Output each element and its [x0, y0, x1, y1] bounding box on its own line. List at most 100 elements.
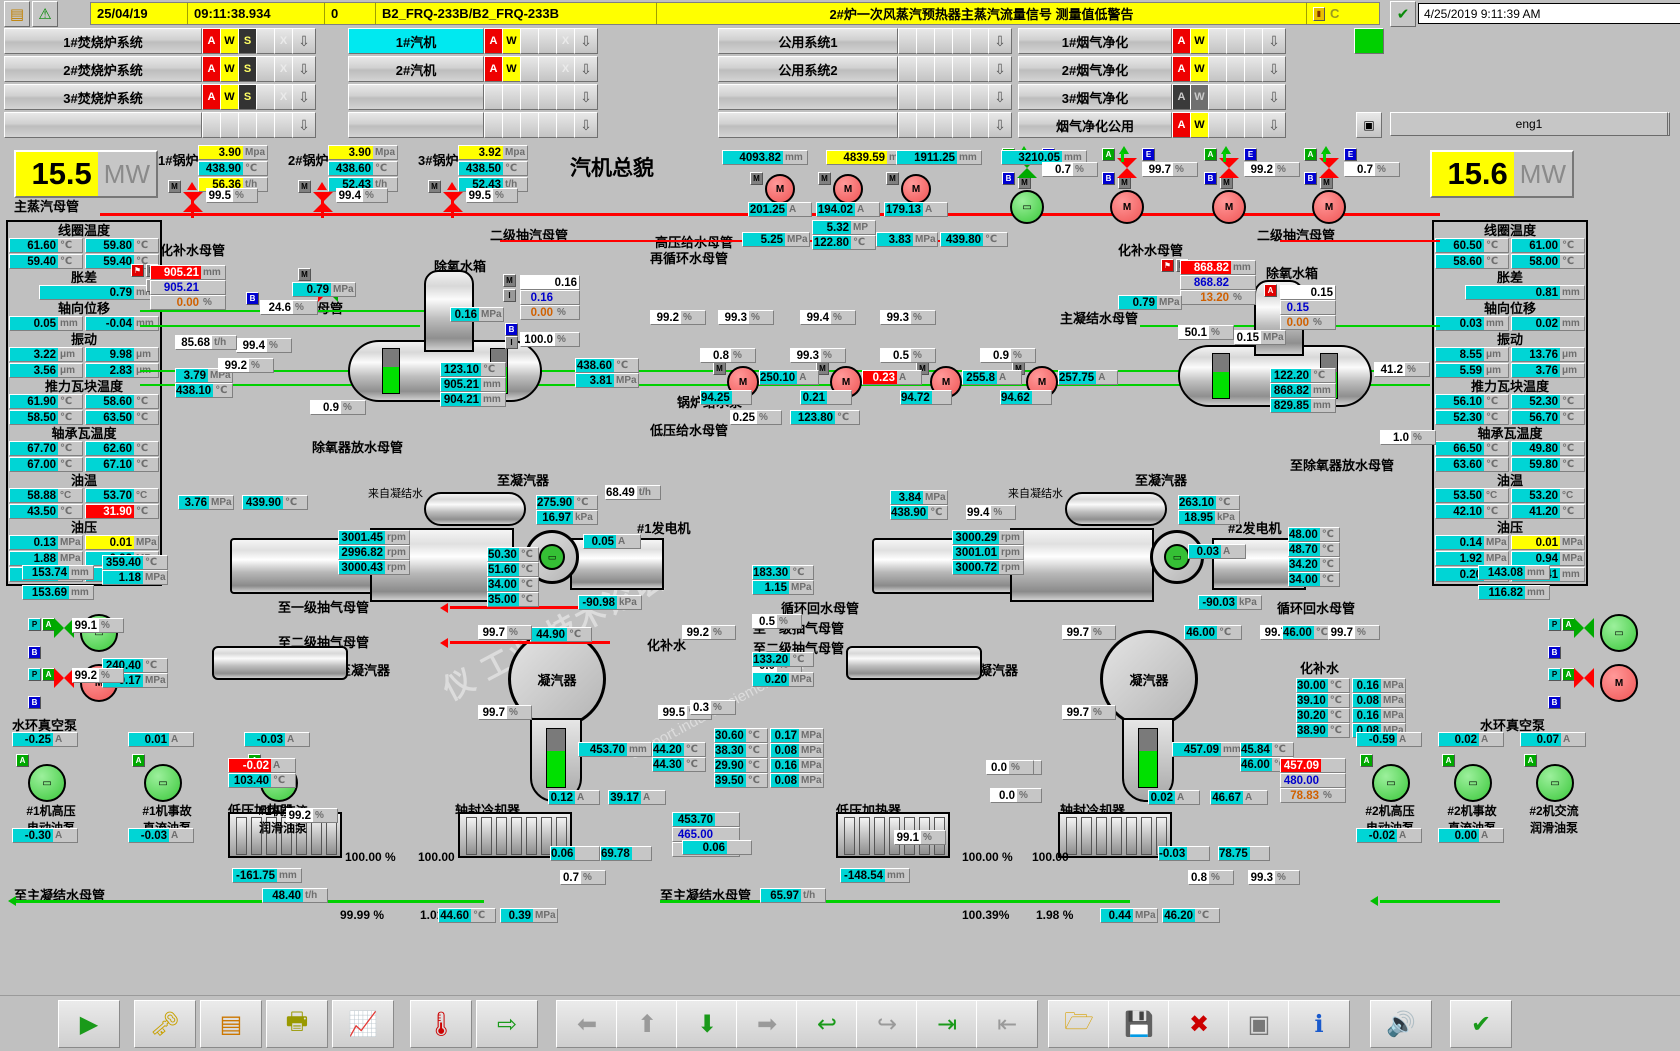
alarm-icon[interactable]: ⚠: [32, 1, 58, 27]
play-icon[interactable]: ▶: [58, 1000, 120, 1048]
nav-button-0-0[interactable]: 1#焚烧炉系统: [4, 28, 202, 54]
trend-icon[interactable]: 📈: [332, 1000, 394, 1048]
nav-badge-empty[interactable]: [1208, 112, 1227, 138]
nav-badge-empty[interactable]: [970, 28, 989, 54]
turbine2-coupling[interactable]: ▭: [1150, 530, 1204, 584]
nav-badge-empty[interactable]: [970, 112, 989, 138]
nav-badge-X[interactable]: X: [274, 84, 293, 110]
report-icon[interactable]: ▤: [4, 1, 30, 27]
nav-badge-empty[interactable]: [502, 112, 521, 138]
nav-button-0-3[interactable]: [4, 112, 202, 138]
nav-dropdown-arrow-icon[interactable]: ⇩: [988, 112, 1012, 138]
nav-dropdown-arrow-icon[interactable]: ⇩: [574, 28, 598, 54]
top-motor-3[interactable]: M: [1212, 190, 1246, 224]
nav-badge-empty[interactable]: [484, 112, 503, 138]
nav-badge-W[interactable]: W: [220, 56, 239, 82]
nav-button-1-3[interactable]: [348, 112, 484, 138]
nav-badge-empty[interactable]: [916, 84, 935, 110]
nav-badge-W[interactable]: W: [502, 56, 521, 82]
nav-dropdown-arrow-icon[interactable]: ⇩: [292, 84, 316, 110]
nav-badge-empty[interactable]: [538, 84, 557, 110]
down-icon[interactable]: ⬇: [676, 1000, 738, 1048]
undo-icon[interactable]: ↩: [796, 1000, 858, 1048]
nav-badge-empty[interactable]: [256, 28, 275, 54]
nav-badge-empty[interactable]: [238, 112, 257, 138]
temperature-icon[interactable]: 🌡: [410, 1000, 472, 1048]
nav-badge-Ad[interactable]: A: [1172, 84, 1191, 110]
nav-badge-empty[interactable]: [1226, 84, 1245, 110]
nav-badge-empty[interactable]: [1226, 56, 1245, 82]
nav-badge-empty[interactable]: [916, 28, 935, 54]
vacuum-pump-2-valve-a[interactable]: [1574, 618, 1594, 638]
nav-badge-empty[interactable]: [274, 112, 293, 138]
lr-pump-3[interactable]: ▭: [1536, 764, 1574, 802]
nav-dropdown-arrow-icon[interactable]: ⇩: [988, 28, 1012, 54]
nav-badge-empty[interactable]: [952, 84, 971, 110]
up-icon[interactable]: ⬆: [616, 1000, 678, 1048]
back-icon[interactable]: ⬅: [556, 1000, 618, 1048]
print-icon[interactable]: 🖶: [266, 1000, 328, 1048]
nav-button-0-1[interactable]: 2#焚烧炉系统: [4, 56, 202, 82]
nav-button-1-2[interactable]: [348, 84, 484, 110]
nav-badge-empty[interactable]: [952, 112, 971, 138]
top-motor-1[interactable]: ▭: [1010, 190, 1044, 224]
info-icon[interactable]: ℹ: [1288, 1000, 1350, 1048]
top-motor-4[interactable]: M: [1312, 190, 1346, 224]
nav-badge-empty[interactable]: [520, 28, 539, 54]
top-valve-2[interactable]: [1117, 158, 1137, 178]
nav-badge-X[interactable]: X: [274, 28, 293, 54]
nav-badge-empty[interactable]: [1244, 84, 1263, 110]
nav-badge-A[interactable]: A: [1172, 28, 1191, 54]
boiler-3-stop-valve[interactable]: [443, 192, 463, 212]
vacuum-pump-2-b[interactable]: M: [1600, 664, 1638, 702]
nav-button-0-2[interactable]: 3#焚烧炉系统: [4, 84, 202, 110]
nav-dropdown-arrow-icon[interactable]: ⇩: [1262, 56, 1286, 82]
nav-dropdown-arrow-icon[interactable]: ⇩: [988, 56, 1012, 82]
nav-button-2-0[interactable]: 公用系统1: [718, 28, 898, 54]
lr-pump-2[interactable]: ▭: [1454, 764, 1492, 802]
export-icon[interactable]: ⇨: [476, 1000, 538, 1048]
nav-badge-empty[interactable]: [538, 112, 557, 138]
nav-badge-empty[interactable]: [1244, 28, 1263, 54]
nav-badge-empty[interactable]: [556, 112, 575, 138]
nav-dropdown-arrow-icon[interactable]: ⇩: [574, 84, 598, 110]
boiler-2-stop-valve[interactable]: [313, 192, 333, 212]
nav-button-3-1[interactable]: 2#烟气净化: [1018, 56, 1172, 82]
nav-badge-empty[interactable]: [952, 56, 971, 82]
alarm-line[interactable]: 25/04/19 09:11:38.934 0 B2_FRQ-233B/B2_F…: [90, 2, 1380, 25]
vacuum-pump-1-valve-b[interactable]: [54, 668, 74, 688]
redo-icon[interactable]: ↪: [856, 1000, 918, 1048]
vacuum-pump-2-valve-b[interactable]: [1574, 668, 1594, 688]
save-icon[interactable]: 💾: [1108, 1000, 1170, 1048]
monitor-icon[interactable]: ▣: [1356, 112, 1382, 138]
nav-badge-S[interactable]: S: [238, 28, 257, 54]
nav-dropdown-arrow-icon[interactable]: ⇩: [574, 112, 598, 138]
nav-button-3-2[interactable]: 3#烟气净化: [1018, 84, 1172, 110]
nav-badge-empty[interactable]: [484, 84, 503, 110]
nav-button-3-3[interactable]: 烟气净化公用: [1018, 112, 1172, 138]
nav-button-1-0[interactable]: 1#汽机: [348, 28, 484, 54]
top-valve-3[interactable]: [1219, 158, 1239, 178]
nav-badge-empty[interactable]: [970, 56, 989, 82]
nav-dropdown-arrow-icon[interactable]: ⇩: [1262, 84, 1286, 110]
nav-badge-empty[interactable]: [898, 112, 917, 138]
nav-badge-S[interactable]: S: [238, 56, 257, 82]
nav-badge-empty[interactable]: [1208, 56, 1227, 82]
nav-badge-W[interactable]: W: [1190, 28, 1209, 54]
nav-badge-empty[interactable]: [934, 28, 953, 54]
nav-dropdown-arrow-icon[interactable]: ⇩: [292, 112, 316, 138]
nav-badge-W[interactable]: W: [1190, 112, 1209, 138]
login-icon[interactable]: ⇥: [916, 1000, 978, 1048]
logout-icon[interactable]: ⇤: [976, 1000, 1038, 1048]
forward-icon[interactable]: ➡: [736, 1000, 798, 1048]
nav-badge-empty[interactable]: [916, 112, 935, 138]
nav-badge-A[interactable]: A: [202, 84, 221, 110]
nav-badge-empty[interactable]: [256, 112, 275, 138]
nav-button-2-1[interactable]: 公用系统2: [718, 56, 898, 82]
nav-badge-A[interactable]: A: [1172, 112, 1191, 138]
nav-badge-A[interactable]: A: [484, 28, 503, 54]
top-pump-1[interactable]: M: [765, 174, 795, 204]
boiler-1-stop-valve[interactable]: [183, 192, 203, 212]
vacuum-pump-1-valve-a[interactable]: [54, 618, 74, 638]
nav-badge-empty[interactable]: [256, 56, 275, 82]
